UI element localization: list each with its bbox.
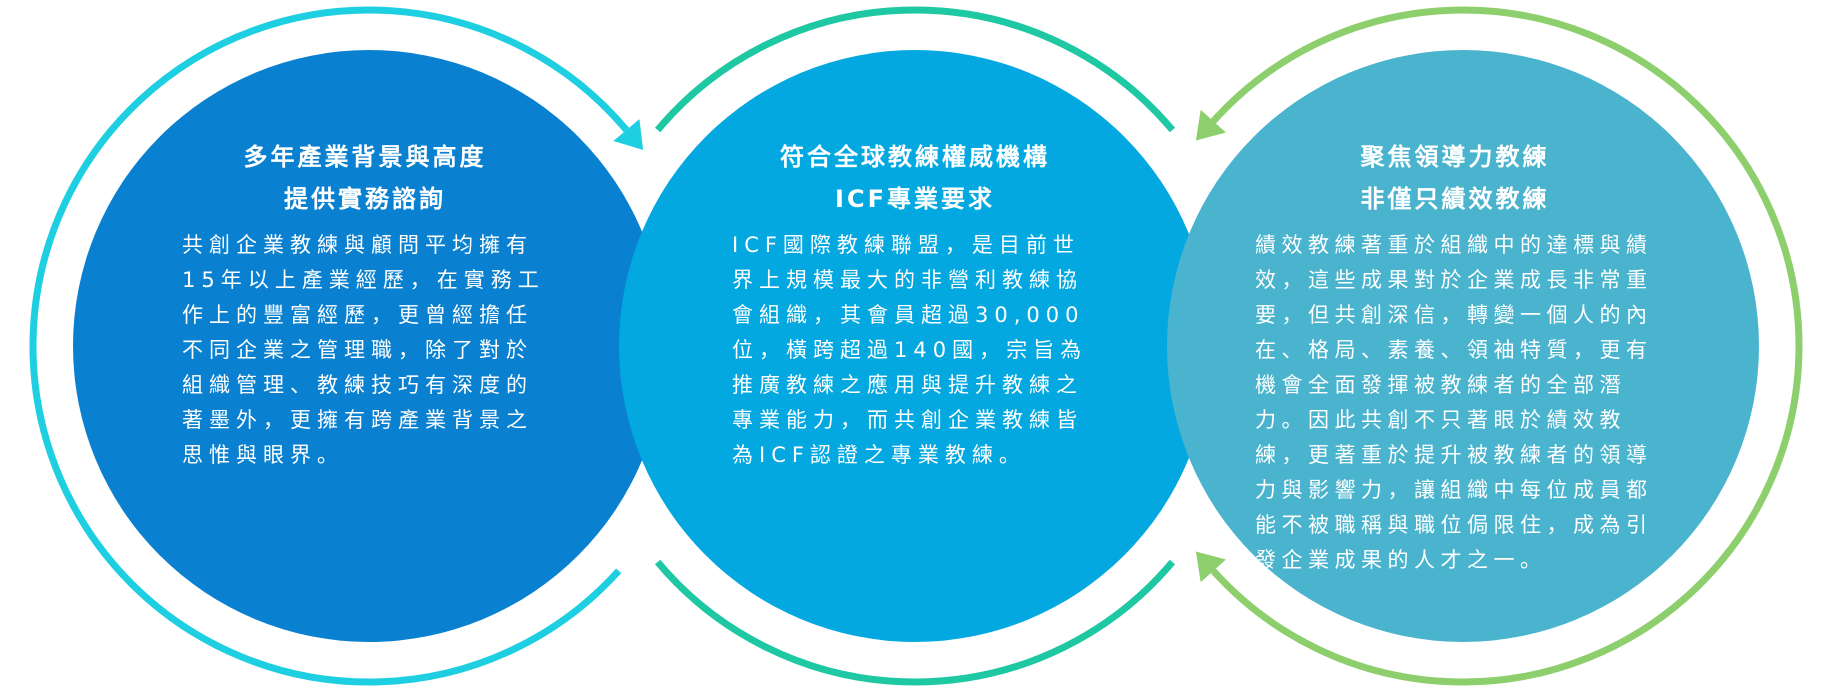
arrow-head-icon [1195,109,1226,141]
body-line: 思惟與眼界。 [182,443,344,467]
body-line: 發企業成果的人才之一。 [1255,548,1547,572]
body-line: ICF國際教練聯盟，是目前世 [732,233,1080,257]
title-line: 非僅只績效教練 [1360,185,1550,213]
circle-left [73,50,665,642]
body-line: 作上的豐富經歷，更曾經擔任 [182,303,533,327]
circle-middle-bottom-arc [654,559,1176,686]
body-line: 力。因此共創不只著眼於績效教 [1255,408,1626,432]
arrow-head-icon [613,119,644,150]
body-line: 績效教練著重於組織中的達標與績 [1255,233,1653,257]
circle-right-title: 聚焦領導力教練 非僅只績效教練 [1240,136,1670,220]
circle-right-arc [1210,6,1803,686]
circle-left-body: 共創企業教練與顧問平均擁有 15年以上產業經歷，在實務工作上的豐富經歷，更曾經擔任… [150,228,580,473]
title-line: 提供實務諮詢 [284,185,446,213]
circle-middle-body: ICF國際教練聯盟，是目前世界上規模最大的非營利教練協會組織，其會員超過30,0… [700,228,1130,473]
circle-left-text: 多年產業背景與高度 提供實務諮詢 共創企業教練與顧問平均擁有 15年以上產業經歷，… [150,136,580,473]
body-line: 要，但共創深信，轉變一個人的內 [1255,303,1653,327]
circle-middle-top-arc [654,6,1176,133]
body-line: 力與影響力，讓組織中每位成員都 [1255,478,1653,502]
circle-right-text: 聚焦領導力教練 非僅只績效教練 績效教練著重於組織中的達標與績效，這些成果對於企… [1240,136,1670,578]
body-line: 能不被職稱與職位侷限住，成為引 [1255,513,1653,537]
body-line: 在、格局、素養、領袖特質，更有 [1255,338,1653,362]
body-line: 位，橫跨超過140國，宗旨為 [732,338,1088,362]
body-line: 機會全面發揮被教練者的全部潛 [1255,373,1626,397]
title-line: ICF專業要求 [835,185,995,213]
circle-right [1167,50,1759,642]
title-line: 多年產業背景與高度 [243,143,487,171]
circle-middle-title: 符合全球教練權威機構 ICF專業要求 [700,136,1130,220]
body-line: 共創企業教練與顧問平均擁有 [182,233,533,257]
body-line: 效，這些成果對於企業成長非常重 [1255,268,1653,292]
body-line: 會組織，其會員超過30,000 [732,303,1085,327]
circle-middle-text: 符合全球教練權威機構 ICF專業要求 ICF國際教練聯盟，是目前世界上規模最大的… [700,136,1130,473]
circle-right-body: 績效教練著重於組織中的達標與績效，這些成果對於企業成長非常重要，但共創深信，轉變… [1240,228,1670,578]
circle-left-arc [29,6,630,686]
circle-middle [619,50,1211,642]
body-line: 15年以上產業經歷，在實務工 [182,268,545,292]
circle-left-title: 多年產業背景與高度 提供實務諮詢 [150,136,580,220]
body-line: 練，更著重於提升被教練者的領導 [1255,443,1653,467]
title-line: 符合全球教練權威機構 [780,143,1050,171]
body-line: 不同企業之管理職，除了對於 [182,338,533,362]
body-line: 著墨外，更擁有跨產業背景之 [182,408,533,432]
body-line: 專業能力，而共創企業教練皆 [732,408,1083,432]
body-line: 為ICF認證之專業教練。 [732,443,1026,467]
body-line: 組織管理、教練技巧有深度的 [182,373,533,397]
body-line: 推廣教練之應用與提升教練之 [732,373,1083,397]
body-line: 界上規模最大的非營利教練協 [732,268,1083,292]
arrow-head-icon [1195,551,1226,583]
title-line: 聚焦領導力教練 [1360,143,1550,171]
